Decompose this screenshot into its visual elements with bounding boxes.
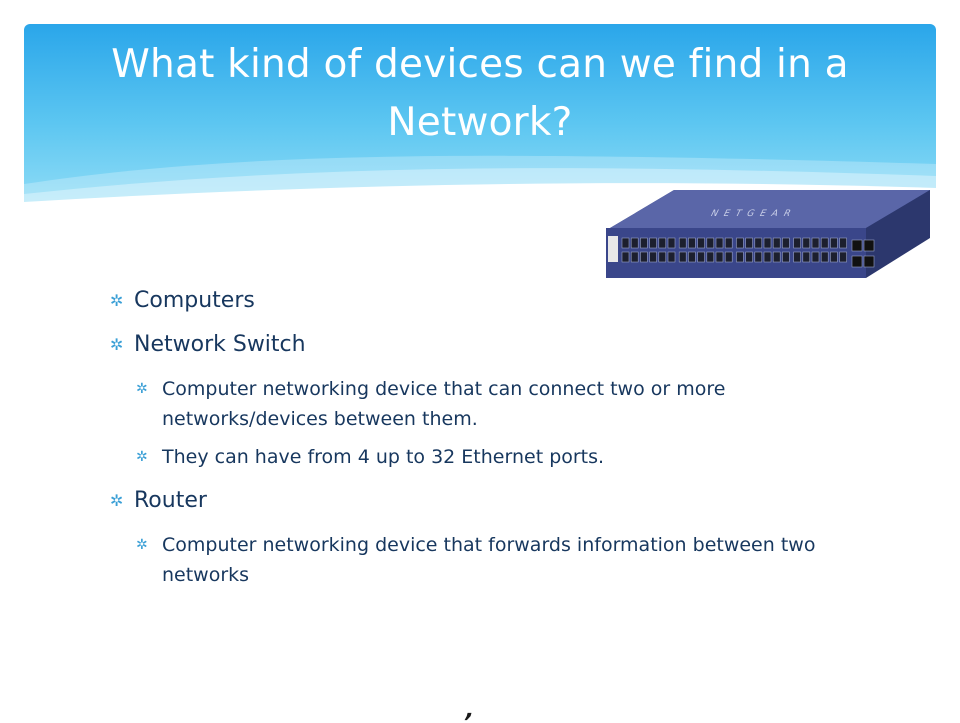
ethernet-port	[820, 251, 829, 263]
ethernet-port	[640, 237, 648, 249]
bullet-item-network-switch: ✲ Network Switch	[106, 330, 866, 360]
ethernet-port	[688, 237, 696, 249]
ethernet-port	[678, 251, 687, 263]
asterisk-bullet-icon: ✲	[110, 335, 124, 354]
ethernet-port	[630, 251, 639, 263]
network-switch-image: NETGEAR	[606, 190, 930, 278]
ethernet-port	[715, 251, 724, 263]
ethernet-port	[782, 251, 790, 263]
slide-title: What kind of devices can we find in a Ne…	[111, 42, 849, 145]
sfp-port	[863, 239, 875, 252]
ethernet-port	[763, 251, 772, 263]
ethernet-port	[697, 251, 705, 263]
asterisk-bullet-icon: ✲	[110, 491, 124, 510]
ethernet-port	[697, 237, 705, 249]
sub-bullet-switch-ports: ✲ They can have from 4 up to 32 Ethernet…	[106, 442, 866, 472]
bullet-list: ✲ Computers ✲ Network Switch ✲ Computer …	[106, 286, 866, 598]
ethernet-port	[667, 251, 676, 263]
bullet-text: Computers	[134, 288, 255, 313]
ethernet-port	[724, 251, 733, 263]
ethernet-port	[658, 237, 667, 249]
ethernet-port-grid	[608, 236, 875, 268]
ethernet-port	[830, 251, 838, 263]
sub-bullet-text: They can have from 4 up to 32 Ethernet p…	[162, 446, 605, 468]
ethernet-port	[621, 251, 630, 263]
ethernet-port	[688, 251, 696, 263]
ethernet-port	[745, 237, 753, 249]
ethernet-port	[793, 237, 801, 249]
sub-bullet-text: Computer networking device that can conn…	[162, 378, 726, 430]
ethernet-port	[658, 251, 667, 263]
ethernet-port	[630, 237, 639, 249]
ethernet-port	[772, 251, 781, 263]
sfp-port	[851, 239, 863, 252]
ethernet-port	[839, 251, 847, 263]
ethernet-port	[782, 237, 790, 249]
sfp-port	[851, 255, 863, 268]
ethernet-port	[736, 251, 744, 263]
asterisk-bullet-icon: ✲	[136, 449, 148, 465]
ethernet-port	[772, 237, 781, 249]
ethernet-port	[820, 237, 829, 249]
footer-mark: ,	[462, 698, 478, 723]
ethernet-port	[640, 251, 648, 263]
ethernet-port	[754, 237, 763, 249]
sub-bullet-router-definition: ✲ Computer networking device that forwar…	[106, 530, 866, 590]
ethernet-port	[649, 251, 657, 263]
bullet-item-router: ✲ Router	[106, 486, 866, 516]
bullet-text: Router	[134, 488, 207, 513]
asterisk-bullet-icon: ✲	[110, 291, 124, 310]
ethernet-port	[793, 251, 801, 263]
ethernet-port	[745, 251, 753, 263]
sub-bullet-text: Computer networking device that forwards…	[162, 534, 816, 586]
ethernet-port	[715, 237, 724, 249]
sfp-port	[863, 255, 875, 268]
asterisk-bullet-icon: ✲	[136, 381, 148, 397]
ethernet-port	[802, 251, 811, 263]
ethernet-port	[667, 237, 676, 249]
switch-brand-text: NETGEAR	[709, 208, 799, 218]
ethernet-port	[754, 251, 763, 263]
ethernet-port	[706, 237, 715, 249]
ethernet-port	[736, 237, 744, 249]
ethernet-port	[724, 237, 733, 249]
ethernet-port	[811, 237, 820, 249]
ethernet-port	[621, 237, 630, 249]
ethernet-port	[802, 237, 811, 249]
ethernet-port	[649, 237, 657, 249]
ethernet-port	[763, 237, 772, 249]
ethernet-port	[830, 237, 838, 249]
sub-bullet-switch-definition: ✲ Computer networking device that can co…	[106, 374, 866, 434]
asterisk-bullet-icon: ✲	[136, 537, 148, 553]
ethernet-port	[678, 237, 687, 249]
ethernet-port	[811, 251, 820, 263]
ethernet-port	[706, 251, 715, 263]
ethernet-port	[839, 237, 847, 249]
switch-label-plate	[608, 236, 618, 262]
bullet-item-computers: ✲ Computers	[106, 286, 866, 316]
bullet-text: Network Switch	[134, 332, 306, 357]
